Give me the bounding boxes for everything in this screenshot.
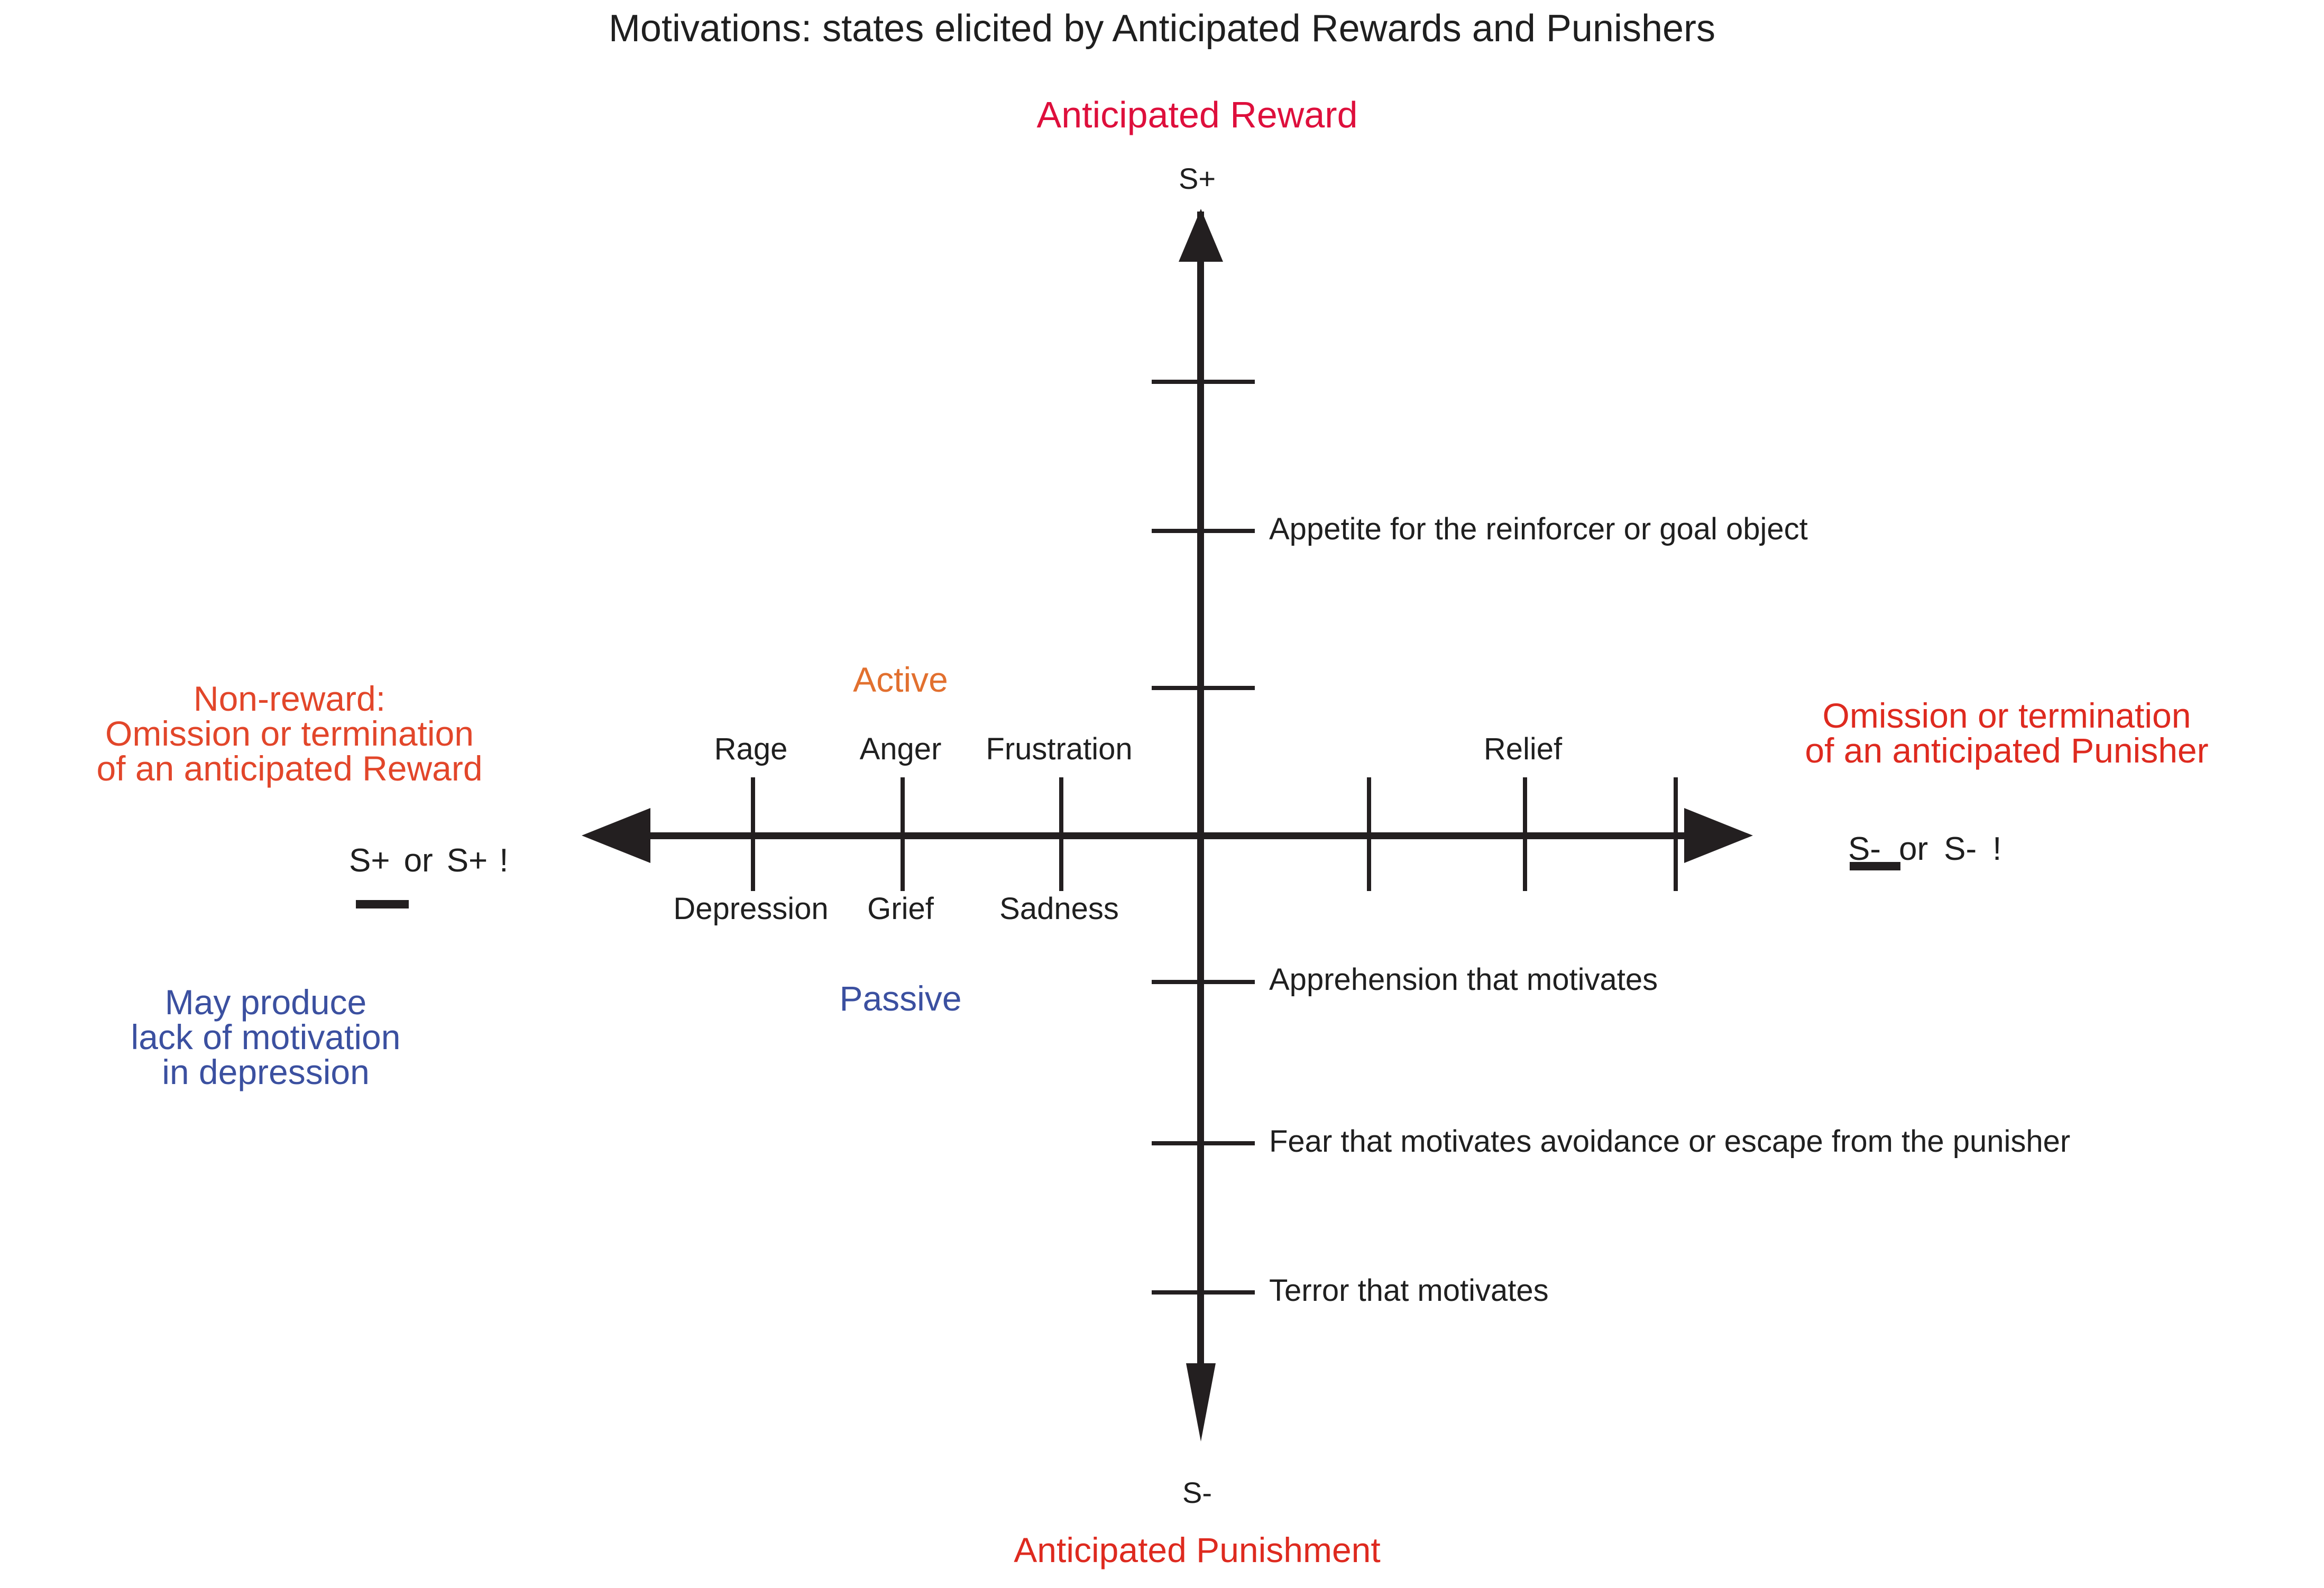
quadrant-label-active: Active: [853, 660, 948, 699]
axis-symbol-s-plus: S+: [1178, 162, 1216, 195]
tick-label-depression: Depression: [673, 892, 829, 926]
axis-symbol-s-minus: S-: [1182, 1476, 1212, 1509]
axis-notation-left-bar-icon: [356, 900, 409, 908]
tick-label-sadness: Sadness: [999, 892, 1119, 926]
note-depression-motivation-line-1: May produce: [164, 983, 367, 1022]
tick-right-2: [1523, 777, 1527, 891]
axis-notation-left: S+ or S+!: [349, 842, 509, 879]
tick-label-relief: Relief: [1483, 732, 1563, 766]
axis-title-anticipated-punishment: Anticipated Punishment: [1014, 1530, 1381, 1569]
horizontal-axis-left-arrowhead: [582, 808, 650, 863]
tick-left-3: [1059, 777, 1063, 891]
tick-label-rage: Rage: [714, 732, 788, 766]
tick-label-anger: Anger: [859, 732, 942, 766]
axis-notation-left-suffix: !: [499, 842, 509, 879]
axis-title-omission-punisher-line-1: Omission or termination: [1822, 696, 2191, 735]
axis-title-non-reward-line-1: Non-reward:: [193, 679, 386, 718]
tick-label-frustration: Frustration: [986, 732, 1133, 766]
horizontal-axis-right-arrowhead: [1684, 808, 1753, 863]
tick-up-2: [1152, 529, 1255, 533]
tick-right-3: [1674, 777, 1678, 891]
tick-down-1: [1152, 980, 1255, 984]
axis-title-non-reward-line-3: of an anticipated Reward: [96, 749, 483, 788]
tick-label-terror: Terror that motivates: [1269, 1273, 1549, 1308]
tick-right-1: [1367, 777, 1371, 891]
axis-notation-left-conjunction: or: [403, 842, 433, 879]
quadrant-label-passive: Passive: [839, 979, 962, 1018]
axis-title-anticipated-reward: Anticipated Reward: [1036, 94, 1358, 135]
tick-left-2: [901, 777, 905, 891]
axis-title-non-reward: Non-reward: Omission or termination of a…: [0, 681, 579, 786]
note-depression-motivation-line-3: in depression: [162, 1052, 370, 1091]
page-title: Motivations: states elicited by Anticipa…: [608, 7, 1716, 50]
vertical-axis-up-arrowhead: [1179, 209, 1223, 262]
tick-left-1: [751, 777, 755, 891]
horizontal-axis-line: [627, 832, 1689, 839]
tick-down-3: [1152, 1290, 1255, 1295]
note-depression-motivation-line-2: lack of motivation: [131, 1017, 401, 1057]
tick-up-3: [1152, 686, 1255, 690]
axis-notation-right-bar-icon: [1850, 862, 1900, 870]
axis-title-non-reward-line-2: Omission or termination: [105, 714, 474, 753]
vertical-axis-down-arrowhead: [1186, 1363, 1216, 1442]
axis-notation-right-second: S-: [1944, 831, 1977, 867]
tick-down-2: [1152, 1141, 1255, 1145]
vertical-axis-line: [1197, 212, 1204, 1375]
tick-label-apprehension: Apprehension that motivates: [1269, 962, 1658, 997]
tick-label-grief: Grief: [867, 892, 934, 926]
tick-label-fear: Fear that motivates avoidance or escape …: [1269, 1124, 2071, 1159]
axis-title-omission-punisher-line-2: of an anticipated Punisher: [1805, 731, 2209, 770]
axis-notation-right: S-or S-!: [1848, 830, 2001, 868]
axis-notation-right-conjunction: or: [1899, 831, 1928, 867]
axis-notation-right-first: S-: [1848, 831, 1881, 867]
tick-label-appetite: Appetite for the reinforcer or goal obje…: [1269, 512, 1808, 546]
axis-title-omission-punisher: Omission or termination of an anticipate…: [1689, 698, 2324, 768]
axis-notation-left-second: S+: [446, 842, 488, 879]
axis-notation-right-suffix: !: [1992, 831, 2002, 867]
note-depression-motivation: May produce lack of motivation in depres…: [0, 985, 531, 1089]
tick-up-1: [1152, 380, 1255, 384]
axis-notation-left-first: S+: [349, 842, 390, 879]
